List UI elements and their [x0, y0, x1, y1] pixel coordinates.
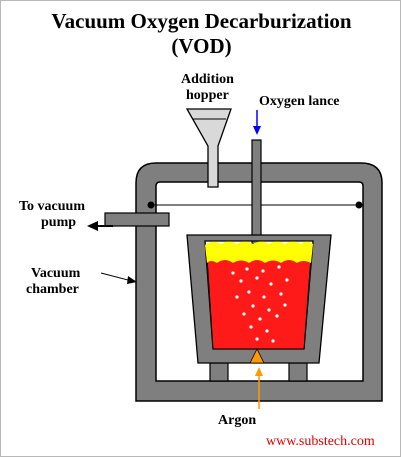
- argon-nozzle: [249, 348, 265, 364]
- argon-arrowhead: [255, 367, 263, 376]
- credit-url[interactable]: www.substech.com: [266, 434, 375, 449]
- gas-bubbles: [231, 265, 289, 343]
- ladle-support-left: [209, 362, 229, 382]
- vacuum-pump-arrowhead: [87, 221, 98, 231]
- argon-label: Argon: [218, 413, 257, 428]
- addition-hopper-label-line1: Addition: [181, 72, 234, 87]
- molten-steel: [206, 256, 312, 350]
- ladle-support-right: [288, 362, 308, 382]
- vacuum-chamber-leader: [100, 272, 133, 282]
- vacuum-chamber-label-line2: chamber: [26, 282, 79, 297]
- vacuum-chamber-leader-arrowhead: [127, 276, 137, 284]
- diagram-title: Vacuum Oxygen Decarburization: [51, 9, 352, 33]
- addition-hopper-label-line2: hopper: [186, 88, 229, 103]
- lid-joint-left: [147, 201, 155, 209]
- vacuum-pipe: [104, 212, 170, 227]
- vacuum-chamber-label-line1: Vacuum: [31, 266, 81, 281]
- oxygen-lance: [251, 139, 262, 245]
- oxygen-arrowhead: [253, 126, 261, 135]
- to-vacuum-pump-label-line1: To vacuum: [19, 199, 86, 214]
- lid-joint-right: [355, 201, 363, 209]
- vacuum-chamber: [135, 162, 383, 402]
- oxygen-lance-label: Oxygen lance: [259, 94, 340, 109]
- diagram-subtitle: (VOD): [171, 34, 232, 58]
- addition-hopper: [185, 108, 232, 188]
- to-vacuum-pump-label-line2: pump: [41, 215, 77, 230]
- slag-layer: [205, 241, 313, 263]
